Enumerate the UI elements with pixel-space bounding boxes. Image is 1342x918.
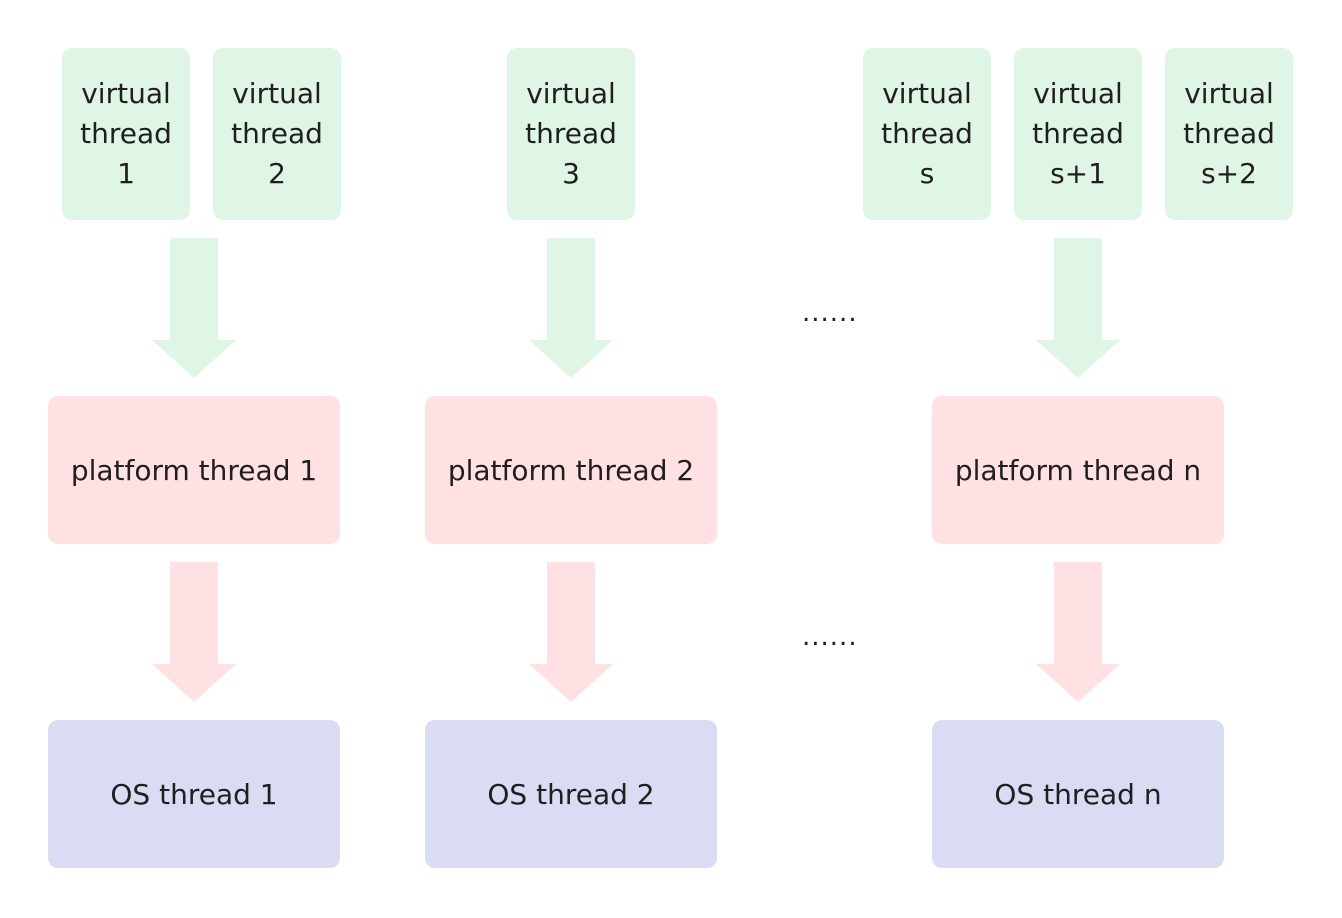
virtual-thread-label: virtual thread 2 xyxy=(231,77,323,190)
os-thread-label: OS thread 1 xyxy=(110,777,278,811)
os-thread-box: OS thread 2 xyxy=(425,720,717,868)
down-arrow-icon xyxy=(152,562,236,702)
platform-thread-box: platform thread n xyxy=(932,396,1224,544)
platform-thread-box: platform thread 2 xyxy=(425,396,717,544)
virtual-thread-label: virtual thread 1 xyxy=(80,77,172,190)
virtual-thread-label: virtual thread s+1 xyxy=(1032,77,1124,190)
virtual-thread-label: virtual thread s+2 xyxy=(1183,77,1275,190)
down-arrow-icon xyxy=(1036,238,1120,378)
os-thread-box: OS thread 1 xyxy=(48,720,340,868)
virtual-thread-box: virtual thread 1 xyxy=(62,48,190,220)
down-arrow-icon xyxy=(529,238,613,378)
down-arrow-icon xyxy=(152,238,236,378)
ellipsis: ...... xyxy=(802,298,858,328)
os-thread-label: OS thread 2 xyxy=(487,777,655,811)
platform-thread-label: platform thread 1 xyxy=(70,453,318,487)
ellipsis: ...... xyxy=(802,622,858,652)
virtual-thread-label: virtual thread 3 xyxy=(525,77,617,190)
down-arrow-icon xyxy=(529,562,613,702)
virtual-thread-box: virtual thread 3 xyxy=(507,48,635,220)
virtual-thread-label: virtual thread s xyxy=(881,77,973,190)
os-thread-box: OS thread n xyxy=(932,720,1224,868)
virtual-thread-box: virtual thread 2 xyxy=(213,48,341,220)
platform-thread-label: platform thread n xyxy=(954,453,1202,487)
virtual-thread-box: virtual thread s+2 xyxy=(1165,48,1293,220)
virtual-thread-box: virtual thread s xyxy=(863,48,991,220)
platform-thread-box: platform thread 1 xyxy=(48,396,340,544)
platform-thread-label: platform thread 2 xyxy=(447,453,695,487)
virtual-thread-box: virtual thread s+1 xyxy=(1014,48,1142,220)
os-thread-label: OS thread n xyxy=(994,777,1162,811)
down-arrow-icon xyxy=(1036,562,1120,702)
